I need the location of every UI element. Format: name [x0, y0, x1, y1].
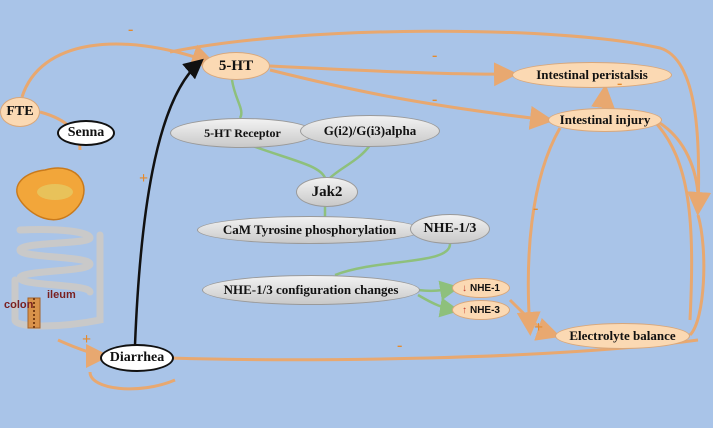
injury-to-electrolyte-line — [516, 127, 562, 336]
fte-label: FTE — [6, 104, 34, 119]
colon-label: colon — [4, 299, 34, 311]
5ht-receptor-node: 5-HT Receptor — [170, 118, 315, 148]
config-to-nhe3-line — [417, 293, 460, 318]
nhe1-node: ↓NHE-1 — [452, 278, 510, 298]
5ht-label: 5-HT — [218, 57, 254, 74]
config-to-nhe1-line — [417, 280, 460, 301]
up-arrow-icon: ↑ — [461, 304, 467, 316]
electrolyte-balance-node: Electrolyte balance — [555, 323, 690, 349]
minus-sign-bottom: - — [397, 337, 403, 354]
5ht-to-peristalsis-line — [269, 62, 518, 87]
top-loop-line — [169, 29, 701, 211]
plus-sign-electrolyte: + — [534, 319, 544, 336]
small-intestine-shape — [16, 226, 94, 296]
diarrhea-to-5ht-arrow — [133, 58, 204, 346]
g-alpha-node: G(i2)/G(i3)alpha — [300, 115, 440, 147]
intestinal-injury-node: Intestinal injury — [548, 108, 662, 132]
diarrhea-label: Diarrhea — [109, 350, 165, 365]
nhe13-label: NHE-1/3 — [423, 221, 477, 236]
fte-to-5ht-line — [20, 42, 216, 98]
minus-sign-injury-up: - — [617, 75, 623, 92]
5ht-to-injury-line — [269, 68, 554, 130]
nhe-config-label: NHE-1/3 configuration changes — [223, 282, 399, 297]
5ht-receptor-label: 5-HT Receptor — [204, 125, 281, 140]
minus-sign-injury: - — [432, 91, 438, 108]
large-intestine-shape — [11, 231, 104, 330]
pancreas-shape — [37, 184, 73, 200]
senna-node: Senna — [57, 120, 115, 146]
ileum-label: ileum — [47, 289, 76, 301]
receptor-to-jak2-line — [249, 143, 327, 179]
electrolyte-balance-label: Electrolyte balance — [569, 328, 676, 343]
5ht-to-receptor-line — [230, 79, 243, 119]
senna-label: Senna — [67, 125, 105, 140]
minus-sign-electrolyte: - — [533, 200, 539, 217]
cam-label: CaM Tyrosine phosphorylation — [222, 222, 397, 237]
nhe3-node: ↑NHE-3 — [452, 300, 510, 320]
cam-node: CaM Tyrosine phosphorylation — [197, 216, 422, 244]
plus-sign-diarrhea: + — [139, 170, 149, 187]
down-arrow-icon: ↓ — [461, 282, 467, 294]
fte-node: FTE — [0, 97, 40, 127]
jak2-label: Jak2 — [311, 183, 343, 200]
injury-to-right-line — [654, 118, 712, 216]
intestinal-peristalsis-label: Intestinal peristalsis — [536, 67, 648, 82]
electrolyte-to-right-line — [688, 214, 706, 337]
5ht-node: 5-HT — [202, 52, 270, 80]
intestine-illustration — [11, 167, 104, 330]
nhe13-to-config-line — [334, 243, 452, 277]
nhe-config-node: NHE-1/3 configuration changes — [202, 275, 420, 305]
jak2-node: Jak2 — [296, 177, 358, 207]
minus-sign-top: - — [128, 21, 134, 38]
galpha-to-jak2-line — [329, 144, 372, 179]
injury-to-peristalsis-line — [591, 84, 615, 110]
bottom-return-line — [88, 371, 176, 391]
nhe3-label: NHE-3 — [469, 304, 500, 316]
diarrhea-node: Diarrhea — [100, 344, 174, 372]
minus-sign-peristalsis: - — [432, 47, 438, 64]
nhe13-node: NHE-1/3 — [410, 214, 490, 244]
nhe-to-electrolyte-line — [508, 298, 561, 341]
g-alpha-label: G(i2)/G(i3)alpha — [323, 123, 417, 138]
intestinal-injury-label: Intestinal injury — [559, 112, 651, 127]
plus-sign-intestine: + — [82, 331, 92, 348]
intestinal-peristalsis-node: Intestinal peristalsis — [512, 62, 672, 88]
nhe1-label: NHE-1 — [469, 282, 500, 294]
